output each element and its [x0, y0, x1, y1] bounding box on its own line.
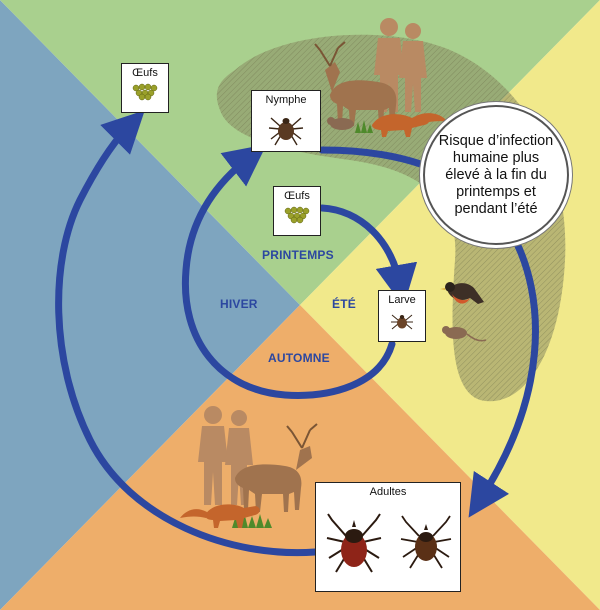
- arrow-adults-to-eggs: [55, 110, 319, 557]
- risk-callout-text: Risque d’infection humaine plus élevé à …: [438, 132, 554, 217]
- fox-icon: [180, 504, 260, 528]
- deer-icon: [235, 423, 318, 512]
- stage-label-larva: Larve: [388, 294, 416, 306]
- tick-icon: [400, 515, 451, 569]
- fox-icon: [372, 113, 448, 137]
- stage-box-eggs-center: Œufs: [273, 186, 321, 236]
- deer-icon: [314, 41, 397, 126]
- stage-label-eggs-center: Œufs: [284, 190, 310, 202]
- bird-icon: [440, 282, 484, 304]
- season-label-winter: HIVER: [220, 297, 258, 311]
- tick-icon: [391, 314, 413, 330]
- season-label-autumn: AUTOMNE: [268, 351, 330, 365]
- mouse-icon: [442, 326, 487, 342]
- season-label-summer: ÉTÉ: [332, 297, 356, 311]
- stage-box-adults: Adultes: [315, 482, 461, 592]
- stage-box-larva: Larve: [378, 290, 426, 342]
- egg-cluster-icon: [132, 83, 158, 101]
- season-label-spring: PRINTEMPS: [262, 248, 334, 262]
- tick-icon: [268, 117, 304, 146]
- stage-box-eggs-top: Œufs: [121, 63, 169, 113]
- egg-cluster-icon: [284, 206, 310, 224]
- stage-label-adults: Adultes: [369, 486, 407, 498]
- arrow-eggs-to-larva: [318, 204, 418, 307]
- grass-icon: [355, 120, 373, 133]
- tick-icon: [326, 513, 381, 573]
- risk-callout: Risque d’infection humaine plus élevé à …: [423, 105, 569, 245]
- stage-label-nymph: Nymphe: [265, 94, 307, 106]
- stage-box-nymph: Nymphe: [251, 90, 321, 152]
- stage-label-eggs: Œufs: [132, 67, 158, 79]
- mouse-icon: [327, 117, 354, 130]
- winter-quadrant: [0, 0, 300, 610]
- arrow-larva-to-nymph: [181, 144, 396, 399]
